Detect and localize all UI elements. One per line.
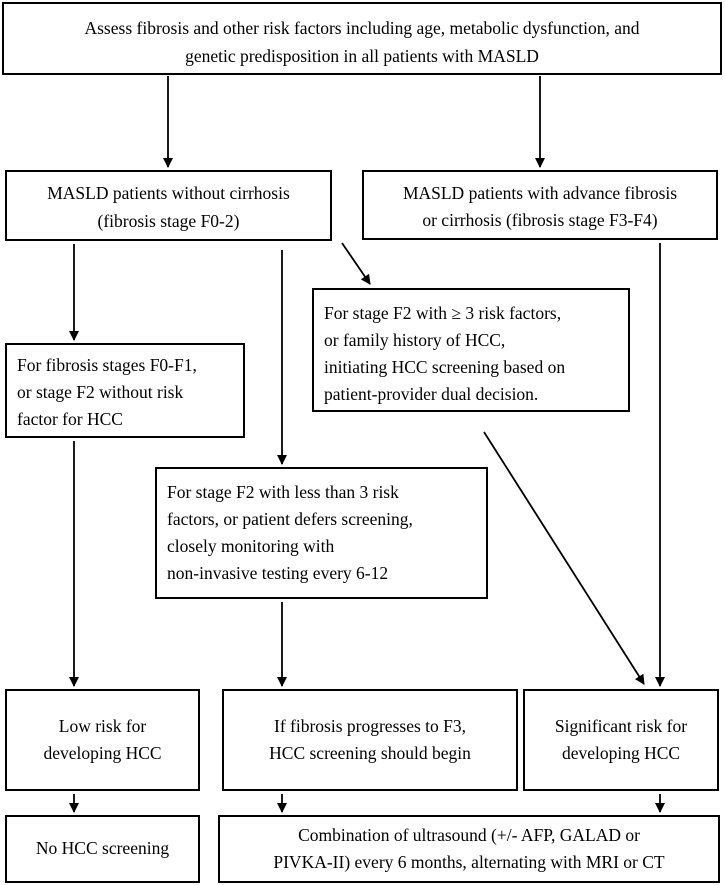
fibrosis-progresses-box: If fibrosis progresses to F3, HCC screen…: [222, 689, 518, 791]
box-text-line: Assess fibrosis and other risk factors i…: [84, 18, 640, 39]
box-text-line: factor for HCC: [17, 409, 123, 430]
without-cirrhosis-box: MASLD patients without cirrhosis (fibros…: [5, 170, 332, 241]
box-text-line: initiating HCC screening based on: [324, 357, 566, 378]
f2-high-risk-box: For stage F2 with ≥ 3 risk factors, or f…: [312, 288, 630, 412]
box-text-line: Combination of ultrasound (+/- AFP, GALA…: [298, 824, 640, 845]
box-text-line: For fibrosis stages F0-F1,: [17, 355, 197, 375]
box-text-line: genetic predisposition in all patients w…: [185, 45, 539, 66]
box-text-line: No HCC screening: [35, 838, 170, 859]
box-text-line: patient-provider dual decision.: [324, 384, 539, 405]
box-text-line: or stage F2 without risk: [17, 382, 184, 403]
box-text-line: For stage F2 with ≥ 3 risk factors,: [324, 303, 562, 323]
no-screening-box: No HCC screening: [5, 815, 200, 883]
with-cirrhosis-box: MASLD patients with advance fibrosis or …: [362, 170, 718, 240]
box-text-line: developing HCC: [43, 743, 162, 763]
arrow-no-cirrhosis-to-f2-high: [341, 242, 371, 285]
box-text-line: factors, or patient defers screening,: [167, 509, 413, 530]
box-text-line: Low risk for: [58, 715, 147, 736]
assess-fibrosis-box: Assess fibrosis and other risk factors i…: [2, 2, 722, 75]
box-text-line: (fibrosis stage F0-2): [97, 210, 240, 231]
box-text-line: closely monitoring with: [167, 536, 335, 557]
box-text-line: MASLD patients with advance fibrosis: [402, 182, 678, 203]
low-risk-box: Low risk for developing HCC: [5, 689, 200, 791]
box-text-line: Significant risk for: [554, 715, 688, 736]
box-text-line: HCC screening should begin: [269, 743, 471, 763]
combination-screening-box: Combination of ultrasound (+/- AFP, GALA…: [218, 815, 720, 883]
arrow-f2-high-to-significant: [483, 431, 645, 685]
box-text-line: MASLD patients without cirrhosis: [47, 183, 290, 204]
box-text-line: For stage F2 with less than 3 risk: [167, 482, 399, 502]
f0-f1-box: For fibrosis stages F0-F1, or stage F2 w…: [5, 343, 245, 438]
box-text-line: If fibrosis progresses to F3,: [274, 715, 466, 736]
box-text-line: developing HCC: [561, 743, 681, 763]
box-text-line: or family history of HCC,: [324, 330, 506, 351]
box-text-line: PIVKA-II) every 6 months, alternating wi…: [273, 852, 665, 872]
box-text-line: non-invasive testing every 6-12: [167, 563, 389, 584]
significant-risk-box: Significant risk for developing HCC: [523, 689, 719, 791]
box-text-line: or cirrhosis (fibrosis stage F3-F4): [422, 210, 658, 230]
f2-low-risk-box: For stage F2 with less than 3 risk facto…: [155, 467, 488, 599]
